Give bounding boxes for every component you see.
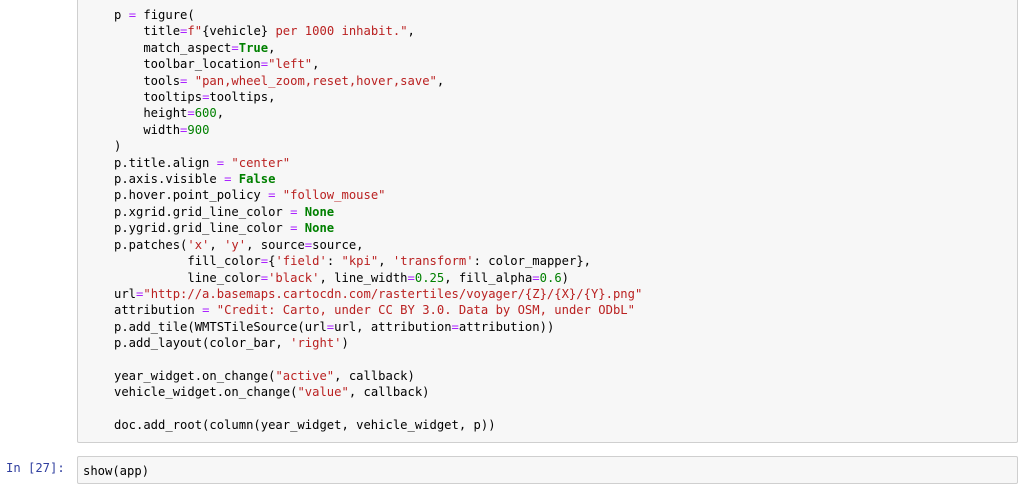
code-line: p.patches('x', 'y', source=source, <box>114 237 364 252</box>
code-line: doc.add_root(column(year_widget, vehicle… <box>114 418 496 433</box>
code-line: p.title.align = "center" <box>114 155 291 170</box>
code-line: vehicle_widget.on_change("value", callba… <box>114 385 430 400</box>
code-line: fill_color={'field': "kpi", 'transform':… <box>114 254 591 269</box>
code-line: p.ygrid.grid_line_color = None <box>114 221 335 236</box>
code-content: show(app) <box>83 464 150 478</box>
code-line: p.axis.visible = False <box>114 172 276 187</box>
code-line: match_aspect=True, <box>114 40 276 55</box>
code-line: p = figure( <box>114 8 195 22</box>
code-line: p.add_tile(WMTSTileSource(url=url, attri… <box>114 319 555 334</box>
code-line: p.xgrid.grid_line_color = None <box>114 204 335 219</box>
code-line: tooltips=tooltips, <box>114 90 276 105</box>
code-content: p = figure( title=f"{vehicle} per 1000 i… <box>114 7 642 434</box>
code-line: url="http://a.basemaps.cartocdn.com/rast… <box>114 286 643 301</box>
code-line: title=f"{vehicle} per 1000 inhabit.", <box>114 24 415 39</box>
code-line: p.add_layout(color_bar, 'right') <box>114 336 349 351</box>
input-prompt: In [27]: <box>6 461 65 475</box>
code-line: year_widget.on_change("active", callback… <box>114 368 415 383</box>
code-line: width=900 <box>114 122 210 137</box>
code-cell-editor[interactable]: p = figure( title=f"{vehicle} per 1000 i… <box>77 0 1018 443</box>
code-line: line_color='black', line_width=0.25, fil… <box>114 270 569 285</box>
code-line: attribution = "Credit: Carto, under CC B… <box>114 303 635 318</box>
code-line: p.hover.point_policy = "follow_mouse" <box>114 188 386 203</box>
code-cell-editor[interactable]: show(app) <box>77 456 1018 484</box>
code-line: height=600, <box>114 106 225 121</box>
code-line: ) <box>114 139 122 154</box>
code-line: tools= "pan,wheel_zoom,reset,hover,save"… <box>114 73 445 88</box>
code-line: toolbar_location="left", <box>114 57 320 72</box>
